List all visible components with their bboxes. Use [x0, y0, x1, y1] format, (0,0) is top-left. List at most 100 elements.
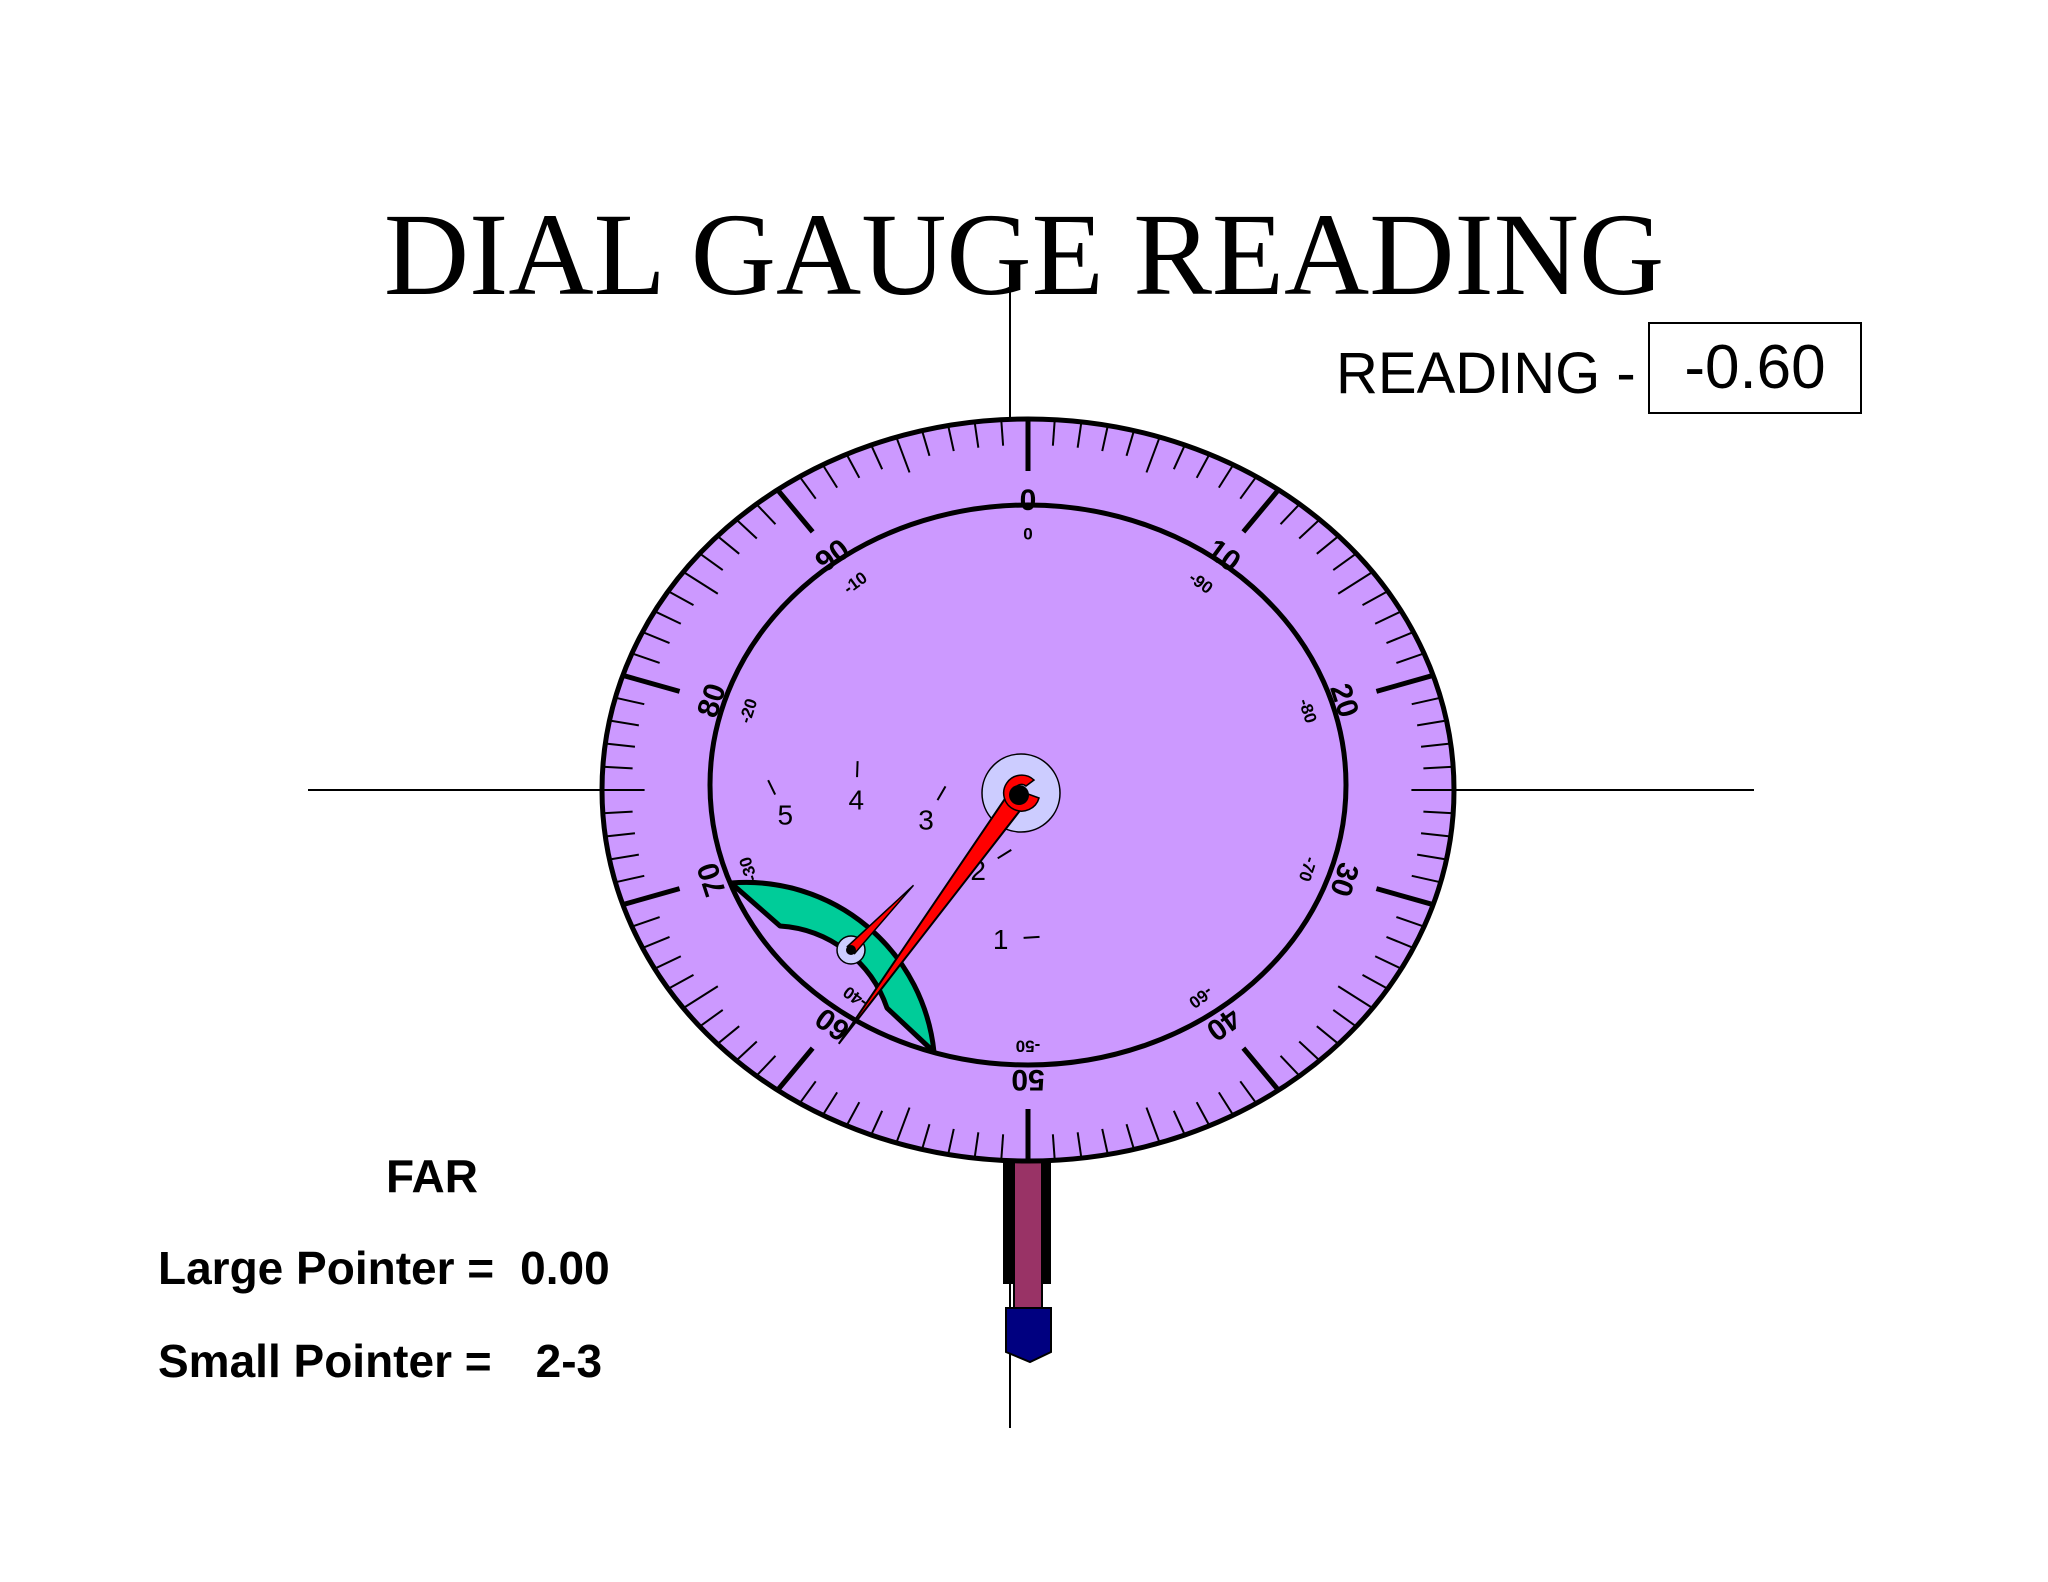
- scale-tick: [1051, 1134, 1056, 1159]
- scale-tick: [1101, 427, 1109, 452]
- small-pointer-label: Small Pointer =: [158, 1335, 492, 1387]
- large-pointer-value: 0.00: [520, 1242, 610, 1294]
- contact-tip: [1005, 1307, 1052, 1364]
- scale-tick: [1332, 1009, 1356, 1027]
- scale-tick: [1145, 438, 1160, 473]
- scale-tick: [1298, 520, 1319, 540]
- scale-tick: [921, 432, 931, 457]
- scale-tick: [1316, 1025, 1338, 1044]
- revolution-counter-tick: [767, 779, 777, 795]
- scale-tick: [1279, 1055, 1299, 1076]
- revolution-counter-tick: [997, 848, 1012, 860]
- scale-tick: [822, 1091, 838, 1115]
- scale-tick: [800, 1080, 817, 1103]
- stem: [1013, 1157, 1043, 1309]
- scale-tick: [633, 916, 660, 927]
- scale-tick: [757, 1055, 777, 1076]
- revolution-counter-label: 4: [848, 785, 864, 816]
- scale-tick: [607, 742, 636, 748]
- outer-scale-label: 50: [1011, 1063, 1044, 1096]
- scale-tick: [624, 886, 681, 907]
- scale-tick: [1298, 1040, 1319, 1060]
- small-pointer-line: Small Pointer =2-3: [158, 1333, 602, 1389]
- inner-scale-label: 0: [1023, 525, 1032, 544]
- scale-tick: [1396, 653, 1423, 664]
- scale-tick: [633, 653, 660, 664]
- scale-tick: [1396, 916, 1423, 927]
- revolution-counter-tick: [856, 761, 859, 778]
- scale-tick: [607, 832, 636, 838]
- scale-tick: [737, 1040, 758, 1060]
- reading-label: READING -: [1336, 341, 1636, 406]
- scale-tick: [1416, 853, 1445, 861]
- scale-tick: [1172, 1110, 1185, 1134]
- scale-tick: [1239, 477, 1256, 500]
- outer-scale-ticks: [604, 420, 1452, 1160]
- scale-tick: [1362, 974, 1387, 989]
- outer-scale-label: 0: [1020, 484, 1037, 517]
- scale-tick: [1000, 421, 1005, 446]
- large-pointer-label: Large Pointer =: [158, 1242, 495, 1294]
- scale-tick: [669, 591, 694, 606]
- scale-tick: [822, 465, 838, 489]
- inner-scale-label: -50: [1016, 1036, 1041, 1055]
- scale-tick: [1241, 489, 1280, 534]
- scale-tick: [896, 1107, 911, 1142]
- scale-tick: [1076, 423, 1083, 448]
- large-pointer-hub: [1009, 785, 1029, 805]
- scale-tick: [700, 1009, 724, 1027]
- scale-tick: [1279, 504, 1299, 525]
- scale-tick: [611, 719, 640, 727]
- scale-tick: [846, 455, 861, 479]
- scale-tick: [718, 1025, 740, 1044]
- scale-tick: [1386, 935, 1412, 949]
- scale-tick: [656, 955, 682, 969]
- scale-tick: [776, 489, 815, 534]
- scale-tick: [604, 810, 633, 815]
- scale-tick: [684, 985, 719, 1008]
- scale-tick: [1411, 874, 1439, 883]
- scale-tick: [1218, 465, 1234, 489]
- scale-tick: [1101, 1128, 1109, 1153]
- scale-tick: [1125, 1123, 1135, 1148]
- scale-tick: [1337, 985, 1372, 1008]
- scale-tick: [656, 611, 682, 625]
- scale-tick: [871, 1110, 884, 1134]
- large-pointer-line: Large Pointer = 0.00: [158, 1240, 610, 1296]
- scale-tick: [1423, 765, 1452, 770]
- scale-tick: [1145, 1107, 1160, 1142]
- scale-tick: [1423, 810, 1452, 815]
- scale-tick: [1420, 832, 1449, 838]
- scale-tick: [644, 631, 670, 645]
- reading-value-box: -0.60: [1648, 322, 1862, 414]
- scale-tick: [1195, 455, 1210, 479]
- scale-tick: [1337, 572, 1372, 595]
- revolution-counter-ticks: [767, 761, 1040, 939]
- scale-tick: [1000, 1134, 1005, 1159]
- revolution-counter-label: 1: [993, 924, 1009, 955]
- scale-tick: [1420, 742, 1449, 748]
- scale-tick: [1362, 591, 1387, 606]
- scale-tick: [1374, 611, 1400, 625]
- scale-tick: [846, 1101, 861, 1125]
- scale-tick: [1051, 421, 1056, 446]
- scale-tick: [1172, 446, 1185, 470]
- scale-tick: [1316, 536, 1338, 555]
- scale-tick: [718, 536, 740, 555]
- scale-tick: [1411, 697, 1439, 706]
- scale-tick: [1218, 1091, 1234, 1115]
- scale-tick: [921, 1123, 931, 1148]
- scale-tick: [617, 697, 645, 706]
- scale-tick: [947, 1128, 955, 1153]
- scale-tick: [871, 446, 884, 470]
- page-title: DIAL GAUGE READING: [383, 189, 1665, 320]
- scale-tick: [1416, 719, 1445, 727]
- scale-tick: [896, 438, 911, 473]
- scale-tick: [1374, 955, 1400, 969]
- scale-tick: [611, 853, 640, 861]
- scale-tick: [973, 423, 980, 448]
- scale-tick: [1239, 1080, 1256, 1103]
- mode-label: FAR: [386, 1150, 478, 1202]
- scale-tick: [1375, 886, 1432, 907]
